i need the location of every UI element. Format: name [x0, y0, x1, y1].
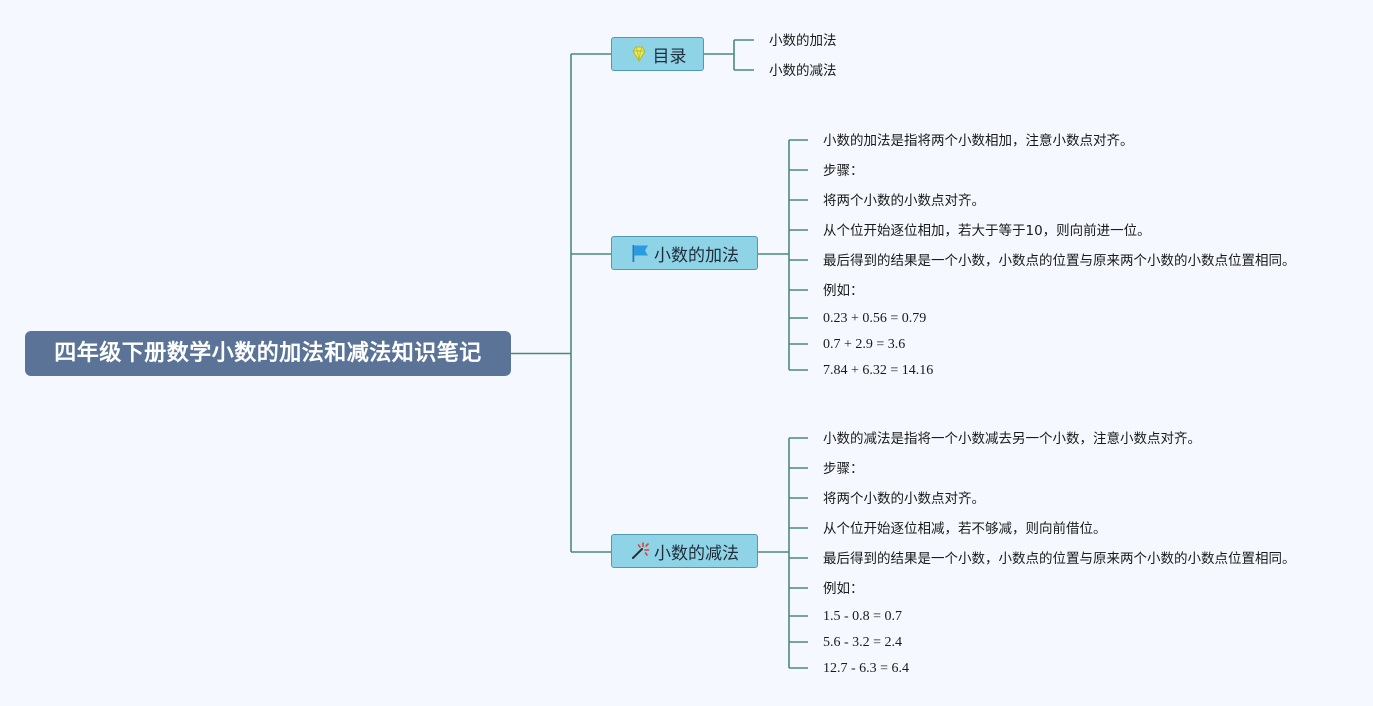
- toc-item-addition[interactable]: 小数的加法: [769, 33, 837, 49]
- branch-toc[interactable]: 目录: [611, 37, 704, 71]
- addition-leaf-example-heading[interactable]: 例如：: [823, 283, 864, 299]
- flag-icon: [630, 243, 650, 263]
- addition-leaf-step-3[interactable]: 最后得到的结果是一个小数，小数点的位置与原来两个小数的小数点位置相同。: [823, 253, 1296, 269]
- subtraction-leaf-step-1[interactable]: 将两个小数的小数点对齐。: [823, 491, 985, 507]
- addition-leaf-example-3[interactable]: 7.84 + 6.32 = 14.16: [823, 363, 934, 378]
- addition-leaf-step-1[interactable]: 将两个小数的小数点对齐。: [823, 193, 985, 209]
- toc-item-subtraction[interactable]: 小数的减法: [769, 63, 837, 79]
- branch-toc-label: 目录: [652, 46, 687, 67]
- gem-icon: [629, 44, 649, 64]
- branch-addition[interactable]: 小数的加法: [611, 236, 758, 270]
- root-topic[interactable]: 四年级下册数学小数的加法和减法知识笔记: [25, 331, 511, 376]
- subtraction-leaf-example-2[interactable]: 5.6 - 3.2 = 2.4: [823, 635, 903, 650]
- subtraction-leaf-example-3[interactable]: 12.7 - 6.3 = 6.4: [823, 661, 910, 676]
- addition-leaf-step-2[interactable]: 从个位开始逐位相加，若大于等于10，则向前进一位。: [823, 223, 1151, 239]
- addition-leaf-example-2[interactable]: 0.7 + 2.9 = 3.6: [823, 337, 906, 352]
- subtraction-leaf-step-3[interactable]: 最后得到的结果是一个小数，小数点的位置与原来两个小数的小数点位置相同。: [823, 551, 1296, 567]
- subtraction-leaf-example-1[interactable]: 1.5 - 0.8 = 0.7: [823, 609, 903, 624]
- branch-subtraction-label: 小数的减法: [654, 543, 739, 564]
- addition-leaf-example-1[interactable]: 0.23 + 0.56 = 0.79: [823, 311, 927, 326]
- subtraction-leaf-example-heading[interactable]: 例如：: [823, 581, 864, 597]
- addition-leaf-definition[interactable]: 小数的加法是指将两个小数相加，注意小数点对齐。: [823, 133, 1134, 149]
- magic-wand-icon: [630, 541, 650, 561]
- subtraction-leaf-step-2[interactable]: 从个位开始逐位相减，若不够减，则向前借位。: [823, 521, 1107, 537]
- root-title: 四年级下册数学小数的加法和减法知识笔记: [54, 341, 482, 366]
- addition-leaf-steps[interactable]: 步骤：: [823, 163, 864, 179]
- branch-subtraction[interactable]: 小数的减法: [611, 534, 758, 568]
- subtraction-leaf-steps[interactable]: 步骤：: [823, 461, 864, 477]
- branch-addition-label: 小数的加法: [654, 245, 739, 266]
- subtraction-leaf-definition[interactable]: 小数的减法是指将一个小数减去另一个小数，注意小数点对齐。: [823, 431, 1201, 447]
